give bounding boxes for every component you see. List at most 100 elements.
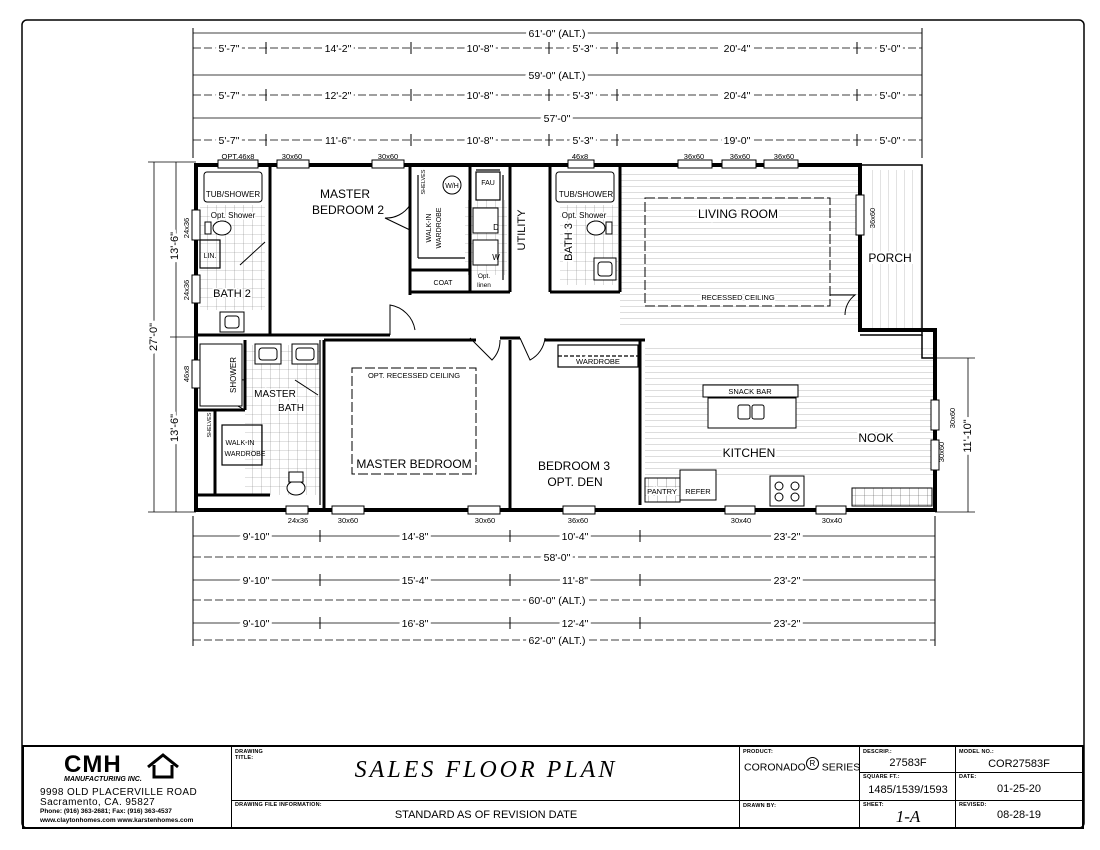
shelves-label: SHELVES <box>421 169 427 194</box>
descrip-value: 27583F <box>889 757 927 769</box>
company-address: 9998 OLD PLACERVILLE ROAD <box>40 787 198 798</box>
window-label: 46x8 <box>572 152 588 161</box>
master-bedroom-label: MASTER BEDROOM <box>356 457 471 471</box>
dim-label: 5'-3" <box>573 135 594 147</box>
walkin-label: WARDROBE <box>225 451 266 458</box>
dim-label: 10'-8" <box>467 43 494 55</box>
dim-label: 14'-2" <box>325 43 352 55</box>
window-side-label: 46x8 <box>182 366 191 382</box>
descrip-label: DESCRIP.: <box>863 749 892 755</box>
company-web: www.claytonhomes.com www.karstenhomes.co… <box>40 817 194 824</box>
porch-label: PORCH <box>868 251 911 265</box>
walkin-label: WALK-IN <box>226 440 255 447</box>
right-dimensions <box>935 357 975 513</box>
shelves-label: SHELVES <box>207 412 213 437</box>
nook-label: NOOK <box>858 431 893 445</box>
window-label: OPT.46x8 <box>222 152 255 161</box>
sqft-label: SQUARE FT.: <box>863 774 900 780</box>
dim-bottom-total-2: 60'-0" (ALT.) <box>529 595 586 607</box>
utility-label: UTILITY <box>516 209 528 251</box>
dim-label: 10'-8" <box>467 90 494 102</box>
company-subtitle: MANUFACTURING INC. <box>64 776 142 783</box>
dim-label: 11'-6" <box>325 135 351 147</box>
product-series: SERIES <box>821 761 861 774</box>
dim-label: 16'-8" <box>402 618 429 630</box>
dim-right-kitchen: 11'-10" <box>962 419 974 452</box>
dim-label: 20'-4" <box>724 90 751 102</box>
window-side-label: 24x36 <box>182 280 191 300</box>
bath2-label: BATH 2 <box>213 288 251 300</box>
dim-left-total: 27'-0" <box>148 323 160 351</box>
window-label: 30x60 <box>378 152 398 161</box>
water-heater-label: W/H <box>445 183 459 190</box>
model-cell: MODEL NO.: COR27583F DATE: 01-25-20 REVI… <box>956 747 1082 827</box>
dim-left-lower: 13'-6" <box>169 414 181 442</box>
dim-label: 23'-2" <box>774 575 801 587</box>
top-dimensions <box>192 28 923 158</box>
master-bedroom2-label: MASTER <box>320 187 370 201</box>
dim-label: 5'-7" <box>219 43 240 55</box>
dim-bottom-total-3: 62'-0" (ALT.) <box>529 635 586 647</box>
dim-bottom-total-1: 58'-0" <box>544 552 571 564</box>
opt-shower-label: Opt. Shower <box>211 211 256 220</box>
descrip-cell: DESCRIP.: 27583F SQUARE FT.: 1485/1539/1… <box>860 747 956 827</box>
floor-plan <box>191 159 940 515</box>
window-label: 24x36 <box>288 516 308 525</box>
window-label: 36x60 <box>568 516 588 525</box>
porch-flooring <box>870 170 922 330</box>
living-room-label: LIVING ROOM <box>698 207 778 221</box>
dim-label: 5'-7" <box>219 90 240 102</box>
window-label: 30x40 <box>731 516 751 525</box>
bath3-label: BATH 3 <box>563 223 575 261</box>
dim-label: 5'-7" <box>219 135 240 147</box>
sheet-value: 1-A <box>895 807 921 826</box>
title-block: CMH MANUFACTURING INC. 9998 OLD PLACERVI… <box>22 745 1084 829</box>
dim-label: 11'-8" <box>562 575 588 587</box>
model-label: MODEL NO.: <box>959 749 994 755</box>
window-label: 30x60 <box>338 516 358 525</box>
refer-label: REFER <box>685 487 711 496</box>
dim-label: 10'-4" <box>562 531 589 543</box>
sheet-label: SHEET: <box>863 802 884 808</box>
dim-top-total-1: 61'-0" (ALT.) <box>529 28 586 40</box>
walkin-label: WARDROBE <box>436 207 443 248</box>
opt-linen-label: linen <box>477 282 491 289</box>
window-side-label: 30x60 <box>948 408 957 428</box>
opt-shower-label: Opt. Shower <box>562 211 607 220</box>
dim-label: 9'-10" <box>243 618 270 630</box>
dim-label: 23'-2" <box>774 618 801 630</box>
window-side-label: 24x36 <box>182 218 191 238</box>
window-label: 36x60 <box>684 152 704 161</box>
pantry-label: PANTRY <box>647 487 677 496</box>
drawing-title: SALES FLOOR PLAN <box>354 757 618 783</box>
model-value: COR27583F <box>988 758 1050 770</box>
drawing-title-cell: DRAWING TITLE: SALES FLOOR PLAN DRAWING … <box>232 747 740 827</box>
washer-label: W <box>492 253 500 262</box>
furnace-label: FAU <box>481 180 495 187</box>
sqft-value: 1485/1539/1593 <box>868 784 948 796</box>
shower-label: SHOWER <box>229 357 238 393</box>
file-info: STANDARD AS OF REVISION DATE <box>394 809 578 821</box>
opt-linen-label: Opt. <box>478 273 490 280</box>
kitchen-label: KITCHEN <box>723 446 776 460</box>
window-label: 36x60 <box>730 152 750 161</box>
dim-left-upper: 13'-6" <box>169 232 181 260</box>
dim-label: 5'-0" <box>880 135 901 147</box>
file-info-label: DRAWING FILE INFORMATION: <box>235 802 322 808</box>
dim-label: 9'-10" <box>243 531 270 543</box>
window-label: 30x40 <box>822 516 842 525</box>
wardrobe-label: WARDROBE <box>576 357 620 366</box>
master-bath-label: BATH <box>278 403 304 414</box>
window-label: 36x60 <box>774 152 794 161</box>
coat-label: COAT <box>434 280 454 287</box>
bedroom3-label: OPT. DEN <box>547 475 602 489</box>
left-dimensions <box>148 161 196 513</box>
window-side-label: 30x60 <box>937 442 946 462</box>
drawing-title-label: DRAWING TITLE: <box>235 749 263 761</box>
dim-label: 12'-4" <box>562 618 589 630</box>
dim-label: 5'-3" <box>573 43 594 55</box>
master-bath-label: MASTER <box>254 389 296 400</box>
dim-label: 15'-4" <box>402 575 429 587</box>
